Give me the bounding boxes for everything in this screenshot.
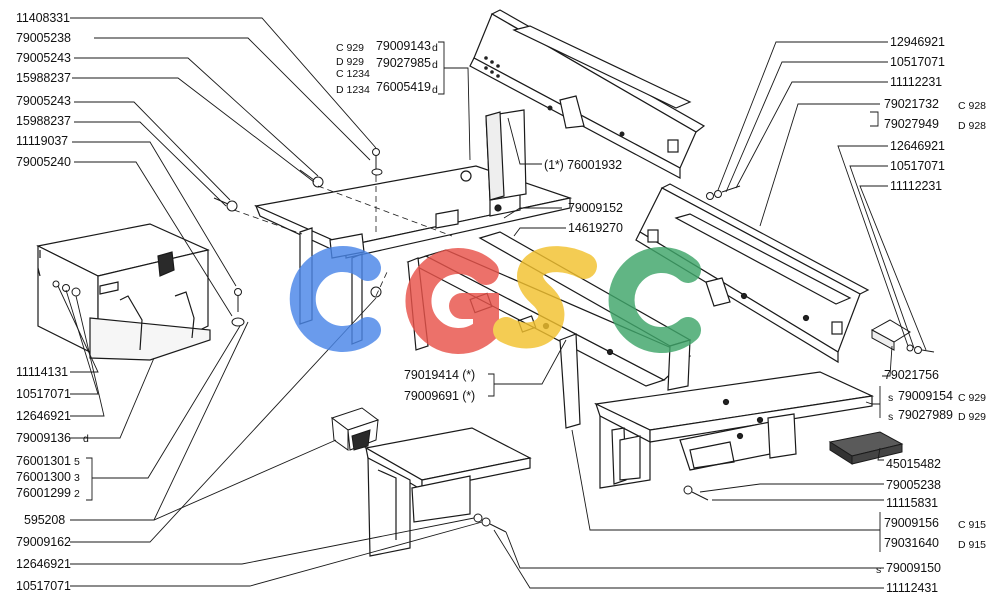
watermark-letter-s [493,246,597,349]
assembly-lines [233,176,453,297]
part-label-10517071-r: 10517071 [890,55,945,69]
part-label-11115831: 11115831 [886,496,939,510]
part-label-79005240: 79005240 [16,155,71,169]
part-label-79021756: 79021756 [884,368,939,382]
part-label-79021732: 79021732 [884,97,939,111]
part-label-11112231-b: 11112231 [890,179,943,193]
part-label-79009162: 79009162 [16,535,71,549]
part-suffix-76001299: 2 [74,488,80,500]
suffix-79027985: d [432,59,438,71]
part-label-595208: 595208 [24,513,66,527]
variant-c929-r: C 929 [958,392,987,404]
prefix-79009154: s [888,392,894,404]
part-label-76005419: 76005419 [376,80,431,94]
part-label-14619270: 14619270 [568,221,623,235]
part-label-79009150: 79009150 [886,561,941,575]
part-label-15988237: 15988237 [16,71,71,85]
part-label-79009152: 79009152 [568,201,623,215]
part-label-76001299: 76001299 [16,486,71,500]
top-panel-drawing [469,9,706,179]
variant-d929-r: D 929 [958,411,987,423]
small-bracket-drawing [870,319,911,351]
part-label-11119037: 11119037 [16,134,69,148]
right-lower-box-drawing [593,371,875,489]
part-label-12646921-b: 12646921 [16,557,71,571]
right-panel-drawing [635,183,870,364]
part-suffix-76001300: 3 [74,472,80,484]
variant-d929: D 929 [336,56,365,68]
part-label-12646921: 12646921 [16,409,71,423]
part-label-79005243-b: 79005243 [16,94,71,108]
part-label-79009691: 79009691 (*) [404,389,476,403]
variant-c929: C 929 [336,42,365,54]
part-label-79005243: 79005243 [16,51,71,65]
part-label-79027985: 79027985 [376,56,431,70]
part-label-79009156: 79009156 [884,516,939,530]
part-label-79027989: 79027989 [898,408,953,422]
part-label-10517071-b: 10517071 [16,579,71,593]
part-label-79031640: 79031640 [884,536,939,550]
part-label-79027949: 79027949 [884,117,939,131]
suffix-79009143: d [432,42,438,54]
part-label-11114131: 11114131 [16,365,69,379]
chute-drawing [330,407,380,451]
watermark-letter-c2 [608,247,701,353]
part-label-79005238-r: 79005238 [886,478,941,492]
part-label-12646921-r: 12646921 [890,139,945,153]
part-label-79005238: 79005238 [16,31,71,45]
prefix-79027989: s [888,411,894,423]
part-label-79019414: 79019414 (*) [404,368,476,382]
left-box-drawing [36,223,211,361]
part-label-15988237-b: 15988237 [16,114,71,128]
part-label-76001932: (1*) 76001932 [544,158,622,172]
variant-c1234: C 1234 [336,68,370,80]
part-label-11112431: 11112431 [886,581,939,595]
part-label-76001300: 76001300 [16,470,71,484]
part-label-10517071-r2: 10517071 [890,159,945,173]
watermark [289,246,701,354]
fasteners-drawing [52,148,935,533]
part-label-12946921: 12946921 [890,35,945,49]
part-label-79009136: 79009136 [16,431,71,445]
watermark-letter-c1 [289,246,381,352]
part-suffix-76001301: 5 [74,456,80,468]
variant-d915: D 915 [958,539,987,551]
watermark-letter-g [405,248,499,354]
part-label-10517071: 10517071 [16,387,71,401]
part-label-79009143: 79009143 [376,39,431,53]
rubber-pad-drawing [828,431,904,465]
prefix-79009150: s [876,564,882,576]
suffix-76005419: d [432,84,438,96]
part-suffix-79009136: d [83,433,89,445]
lower-cover-drawing [364,427,532,557]
variant-d1234: D 1234 [336,84,370,96]
variant-c928: C 928 [958,100,987,112]
part-label-76001301: 76001301 [16,454,71,468]
leader-lines [57,17,927,589]
variant-c915: C 915 [958,519,987,531]
part-label-11408331: 11408331 [16,11,70,25]
part-label-79009154: 79009154 [898,389,953,403]
variant-d928: D 928 [958,120,987,132]
part-label-45015482: 45015482 [886,457,941,471]
part-label-11112231: 11112231 [890,75,943,89]
